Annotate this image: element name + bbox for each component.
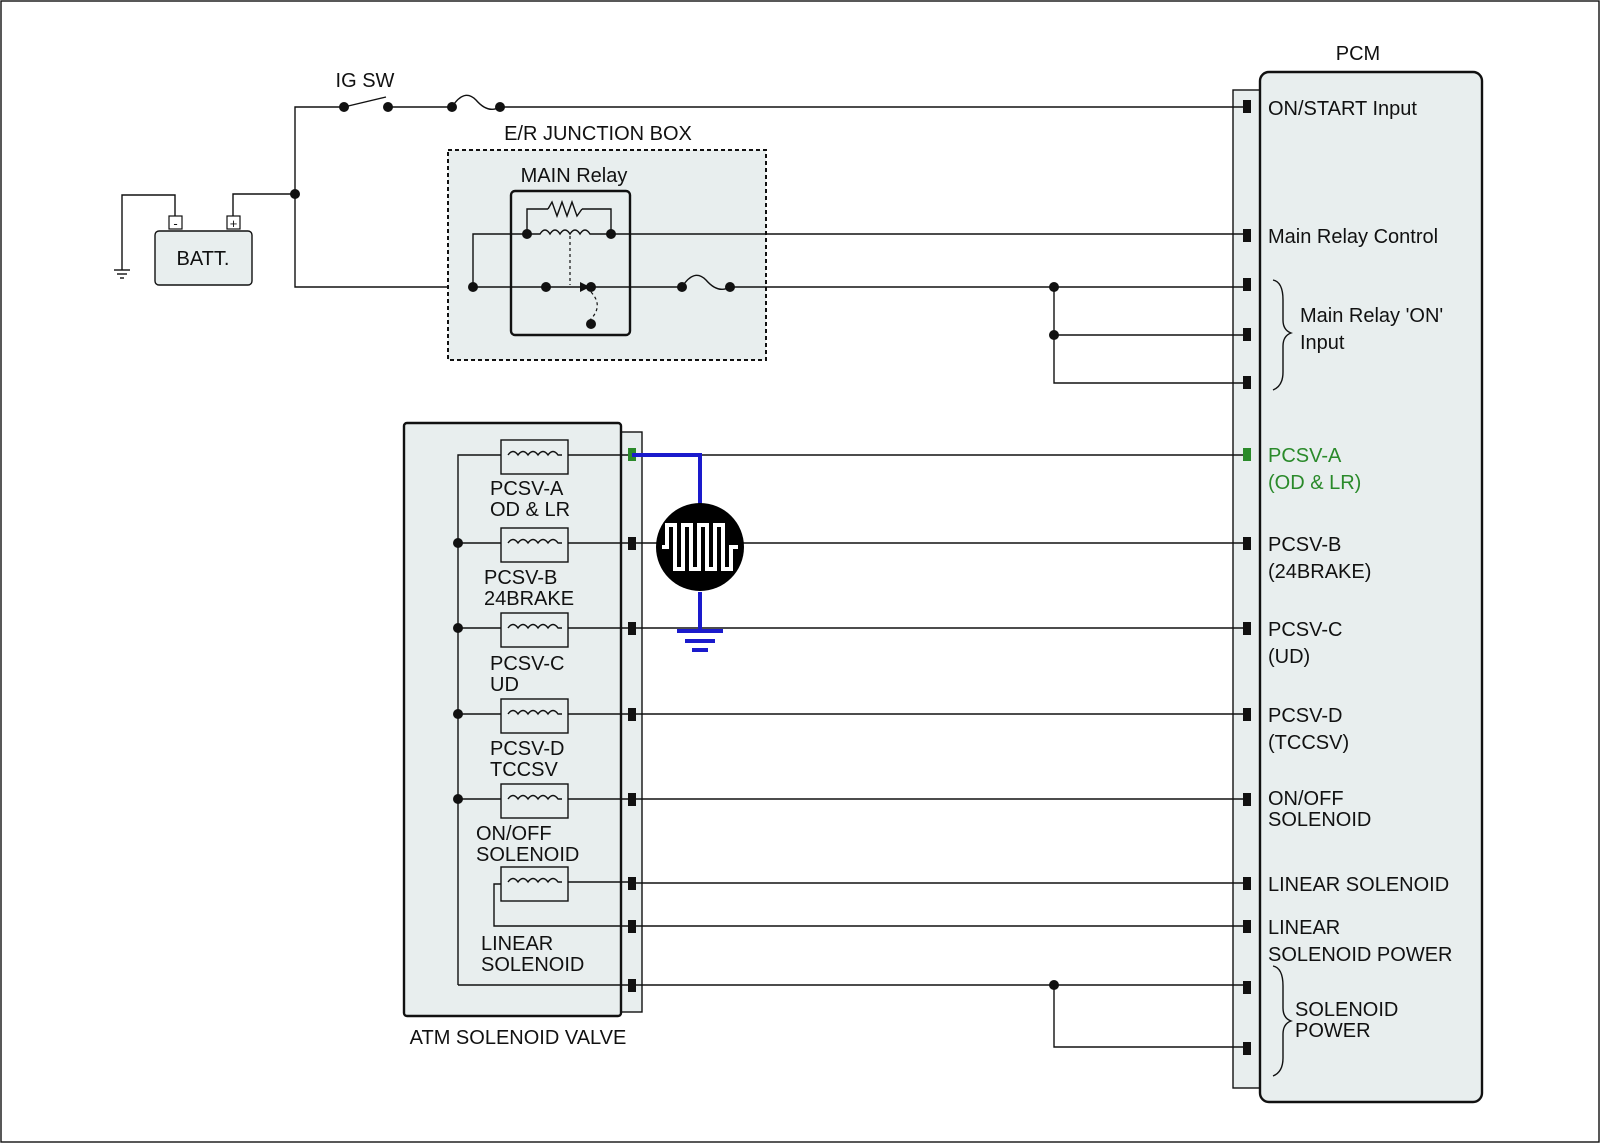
solenoid-label: ON/OFF bbox=[476, 823, 552, 845]
battery-plus-label: + bbox=[230, 216, 238, 231]
pcm-pin bbox=[1243, 920, 1251, 933]
solenoid-label: PCSV-A bbox=[490, 478, 564, 500]
pcm-pin-label-solenoid-power-2: POWER bbox=[1295, 1020, 1371, 1042]
junction-box-label: E/R JUNCTION BOX bbox=[504, 123, 692, 145]
brace-solenoid-power bbox=[1272, 965, 1293, 1077]
pcm-pin-label-main-relay-on-2: Input bbox=[1300, 332, 1345, 354]
oscilloscope-square-wave-icon bbox=[656, 503, 744, 591]
valve-pin bbox=[628, 537, 636, 550]
pcm-title: PCM bbox=[1336, 43, 1380, 65]
wire-main-relay-on-branch bbox=[1053, 287, 1243, 384]
pcm-pin-label-pcsv-c-2: (UD) bbox=[1268, 646, 1310, 668]
battery-label: BATT. bbox=[177, 248, 230, 270]
solenoid-coil-linear bbox=[500, 866, 569, 902]
ground-symbol-icon bbox=[677, 629, 723, 652]
pcm-pin bbox=[1243, 278, 1251, 291]
pcm-pin-label-on-start: ON/START Input bbox=[1268, 98, 1417, 120]
wire-solenoid-power-2 bbox=[1053, 985, 1243, 1048]
valve-pin bbox=[628, 622, 636, 635]
solenoid-label: UD bbox=[490, 674, 519, 696]
valve-pin bbox=[628, 708, 636, 721]
pcm-pin-label-solenoid-power: SOLENOID bbox=[1295, 999, 1398, 1021]
battery bbox=[154, 230, 253, 286]
pcm-box bbox=[1258, 70, 1484, 1104]
pcm-pin bbox=[1243, 708, 1251, 721]
pcm-pin-label-pcsv-b: PCSV-B bbox=[1268, 534, 1341, 556]
pcm-pin bbox=[1243, 376, 1251, 389]
solenoid-coil-pcsv-b bbox=[500, 527, 569, 563]
ig-sw-label: IG SW bbox=[336, 70, 395, 92]
valve-pin bbox=[628, 920, 636, 933]
pcm-pin-label-pcsv-d-2: (TCCSV) bbox=[1268, 732, 1349, 754]
wire-to-relay bbox=[294, 194, 473, 288]
fuse-icon bbox=[447, 94, 505, 112]
valve-pin bbox=[628, 979, 636, 992]
junction-dot bbox=[453, 538, 463, 548]
wire-relay-coil-feed bbox=[472, 233, 527, 287]
pcm-pins bbox=[1243, 100, 1251, 1055]
solenoid-label: LINEAR bbox=[481, 933, 553, 955]
solenoid-label: PCSV-B bbox=[484, 567, 557, 589]
atm-valve-label: ATM SOLENOID VALVE bbox=[410, 1027, 627, 1049]
pcm-pin-label-pcsv-a-2: (OD & LR) bbox=[1268, 472, 1361, 494]
pcm-pin-label-linear: LINEAR SOLENOID bbox=[1268, 874, 1449, 896]
solenoid-coil-pcsv-a bbox=[500, 439, 569, 475]
pcm-pin bbox=[1243, 100, 1251, 113]
main-relay-label: MAIN Relay bbox=[521, 165, 628, 187]
pcm-pin-label-main-relay-control: Main Relay Control bbox=[1268, 226, 1438, 248]
junction-dot bbox=[453, 794, 463, 804]
solenoid-label: OD & LR bbox=[490, 499, 570, 521]
pcm-pin bbox=[1243, 229, 1251, 242]
pcm-pin-label-pcsv-c: PCSV-C bbox=[1268, 619, 1342, 641]
solenoid-label: PCSV-D bbox=[490, 738, 564, 760]
pcm-pin bbox=[1243, 622, 1251, 635]
valve-pin bbox=[628, 877, 636, 890]
wire-linear-power-in bbox=[493, 883, 630, 927]
pcm-pin bbox=[1243, 981, 1251, 994]
pcm-pin-label-pcsv-a: PCSV-A bbox=[1268, 445, 1342, 467]
wire-solenoid-common bbox=[457, 454, 501, 985]
junction-dot bbox=[453, 709, 463, 719]
valve-pin bbox=[628, 793, 636, 806]
brace-main-relay-on bbox=[1272, 279, 1293, 391]
solenoid-coil-pcsv-d bbox=[500, 698, 569, 734]
solenoid-label: SOLENOID bbox=[476, 844, 579, 866]
battery-ground-icon bbox=[114, 269, 130, 279]
wire-battery-positive bbox=[232, 193, 295, 216]
solenoid-label: TCCSV bbox=[490, 759, 558, 781]
solenoid-label: PCSV-C bbox=[490, 653, 564, 675]
solenoid-label: SOLENOID bbox=[481, 954, 584, 976]
pcm-pin-label-linear-power-2: SOLENOID POWER bbox=[1268, 944, 1452, 966]
probe-wire-signal bbox=[632, 453, 702, 510]
wire-to-ig-sw bbox=[294, 106, 344, 194]
pcm-pin bbox=[1243, 328, 1251, 341]
pcm-pin-label-pcsv-b-2: (24BRAKE) bbox=[1268, 561, 1371, 583]
solenoid-coil-pcsv-c bbox=[500, 612, 569, 648]
pcm-pin bbox=[1243, 793, 1251, 806]
relay-contact-icon bbox=[541, 282, 598, 329]
pcm-pin-label-on-off-2: SOLENOID bbox=[1268, 809, 1371, 831]
wire-battery-ground bbox=[121, 194, 176, 270]
pcm-pin bbox=[1243, 1042, 1251, 1055]
battery-minus-label: - bbox=[173, 216, 177, 231]
pcm-pin-label-main-relay-on: Main Relay 'ON' bbox=[1300, 305, 1443, 327]
solenoid-coil-on-off bbox=[500, 783, 569, 819]
relay-coil-icon bbox=[522, 199, 616, 285]
pcm-pin-label-on-off: ON/OFF bbox=[1268, 788, 1344, 810]
pcm-pin-label-linear-power: LINEAR bbox=[1268, 917, 1340, 939]
solenoid-label: 24BRAKE bbox=[484, 588, 574, 610]
pcm-pin-label-pcsv-d: PCSV-D bbox=[1268, 705, 1342, 727]
pcm-pin bbox=[1243, 877, 1251, 890]
junction-dot bbox=[453, 623, 463, 633]
pcm-pin-highlighted bbox=[1243, 448, 1251, 461]
pcm-pin bbox=[1243, 537, 1251, 550]
